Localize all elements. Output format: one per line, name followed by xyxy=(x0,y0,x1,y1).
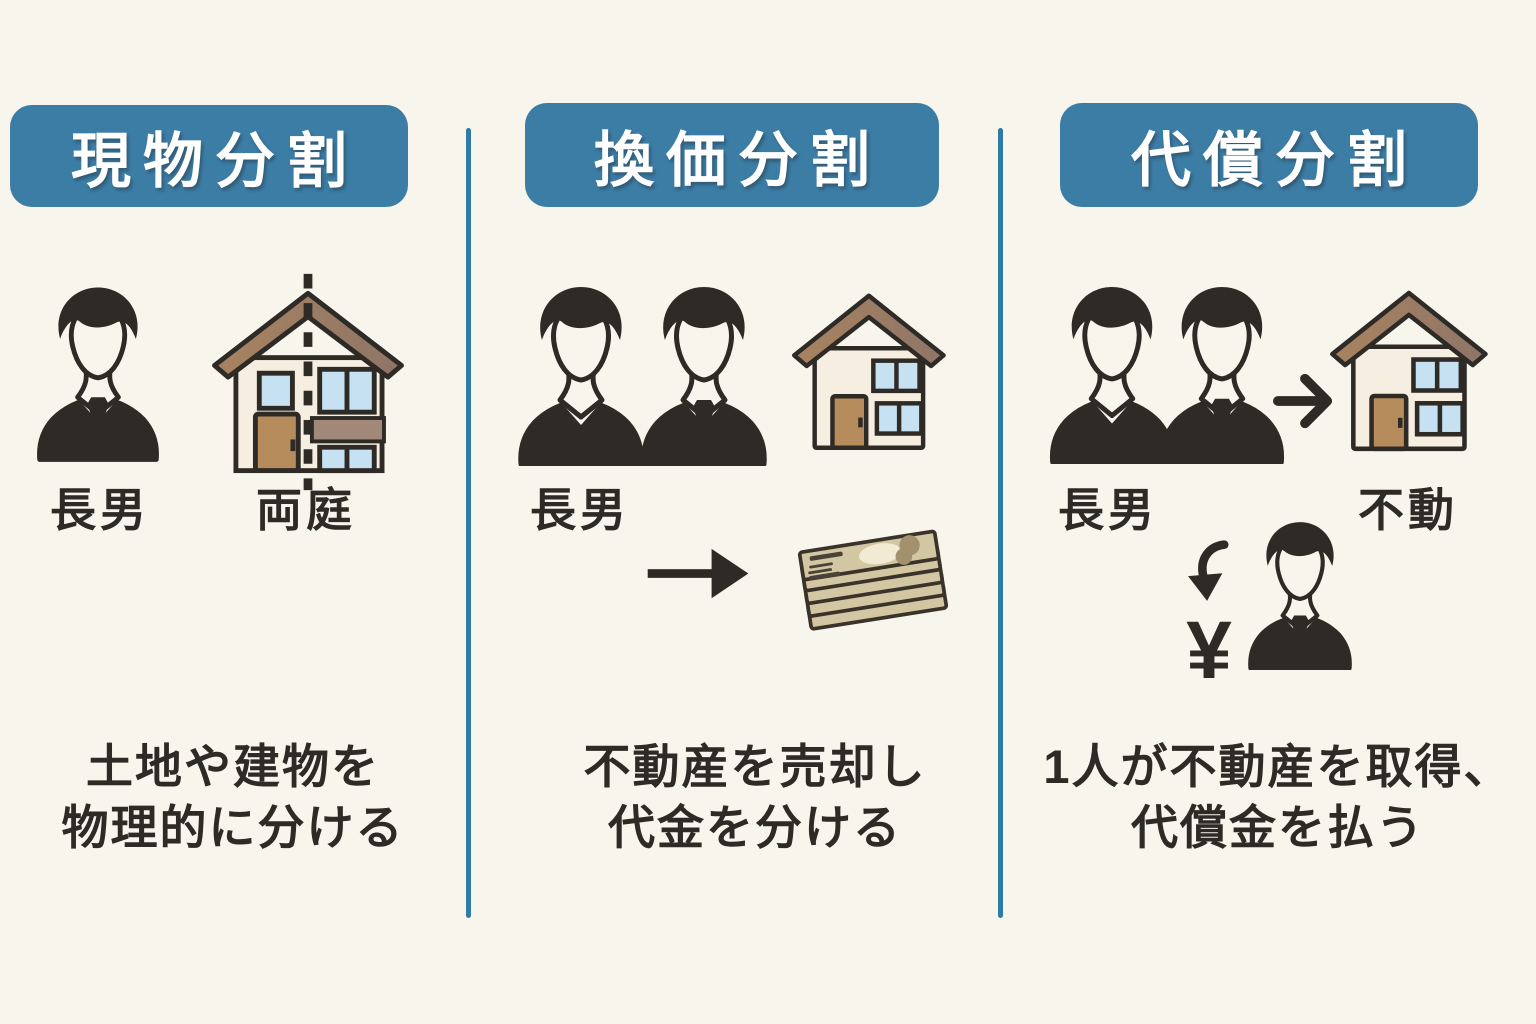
house-icon xyxy=(1326,272,1490,458)
house-label: 不動 xyxy=(1358,484,1458,536)
description-line-2: 物理的に分ける xyxy=(61,801,405,854)
house-icon xyxy=(788,274,948,458)
header-daisho-label: 代償分割 xyxy=(1131,126,1419,194)
person-icon xyxy=(1242,518,1358,670)
person-icon xyxy=(510,282,652,466)
description: 土地や建物を 物理的に分ける xyxy=(0,736,466,858)
person-icon xyxy=(633,282,775,466)
column-kanka-bunkatsu: 換価分割 長男 不動産を売却し 代金を分ける xyxy=(467,0,998,1024)
header-genbutsu-label: 現物分割 xyxy=(71,127,359,195)
person-label: 長男 xyxy=(530,484,630,536)
header-kanka: 換価分割 xyxy=(525,103,939,207)
person-icon xyxy=(30,282,166,462)
person-label: 長男 xyxy=(1058,484,1158,536)
person-icon xyxy=(1152,282,1292,464)
description-line-1: 土地や建物を xyxy=(86,740,380,793)
description: 不動産を売却し 代金を分ける xyxy=(509,736,1001,858)
header-kanka-label: 換価分割 xyxy=(594,126,882,194)
header-genbutsu: 現物分割 xyxy=(10,105,408,207)
house-split-icon xyxy=(210,268,406,494)
column-genbutsu-bunkatsu: 現物分割 長男 両庭 土地や建物を 物理的に分ける xyxy=(0,0,466,1024)
house-label: 両庭 xyxy=(256,484,356,536)
arrow-right-icon xyxy=(647,548,749,599)
description-line-1: 不動産を売却し xyxy=(583,740,927,793)
column-divider-2 xyxy=(998,128,1003,918)
yen-symbol: ¥ xyxy=(1186,605,1232,696)
description-line-2: 代金を分ける xyxy=(608,801,902,854)
column-divider-1 xyxy=(466,128,471,918)
column-daisho-bunkatsu: 代償分割 長男 不動 ¥ 1人が不動産を取得、 代償金を払う xyxy=(1004,0,1536,1024)
header-daisho: 代償分割 xyxy=(1060,103,1478,207)
description-line-2: 代償金を払う xyxy=(1131,801,1425,854)
person-label: 長男 xyxy=(50,484,150,536)
description: 1人が不動産を取得、 代償金を払う xyxy=(1020,736,1536,858)
money-stack-icon xyxy=(797,529,949,632)
description-line-1: 1人が不動産を取得、 xyxy=(1043,740,1513,793)
